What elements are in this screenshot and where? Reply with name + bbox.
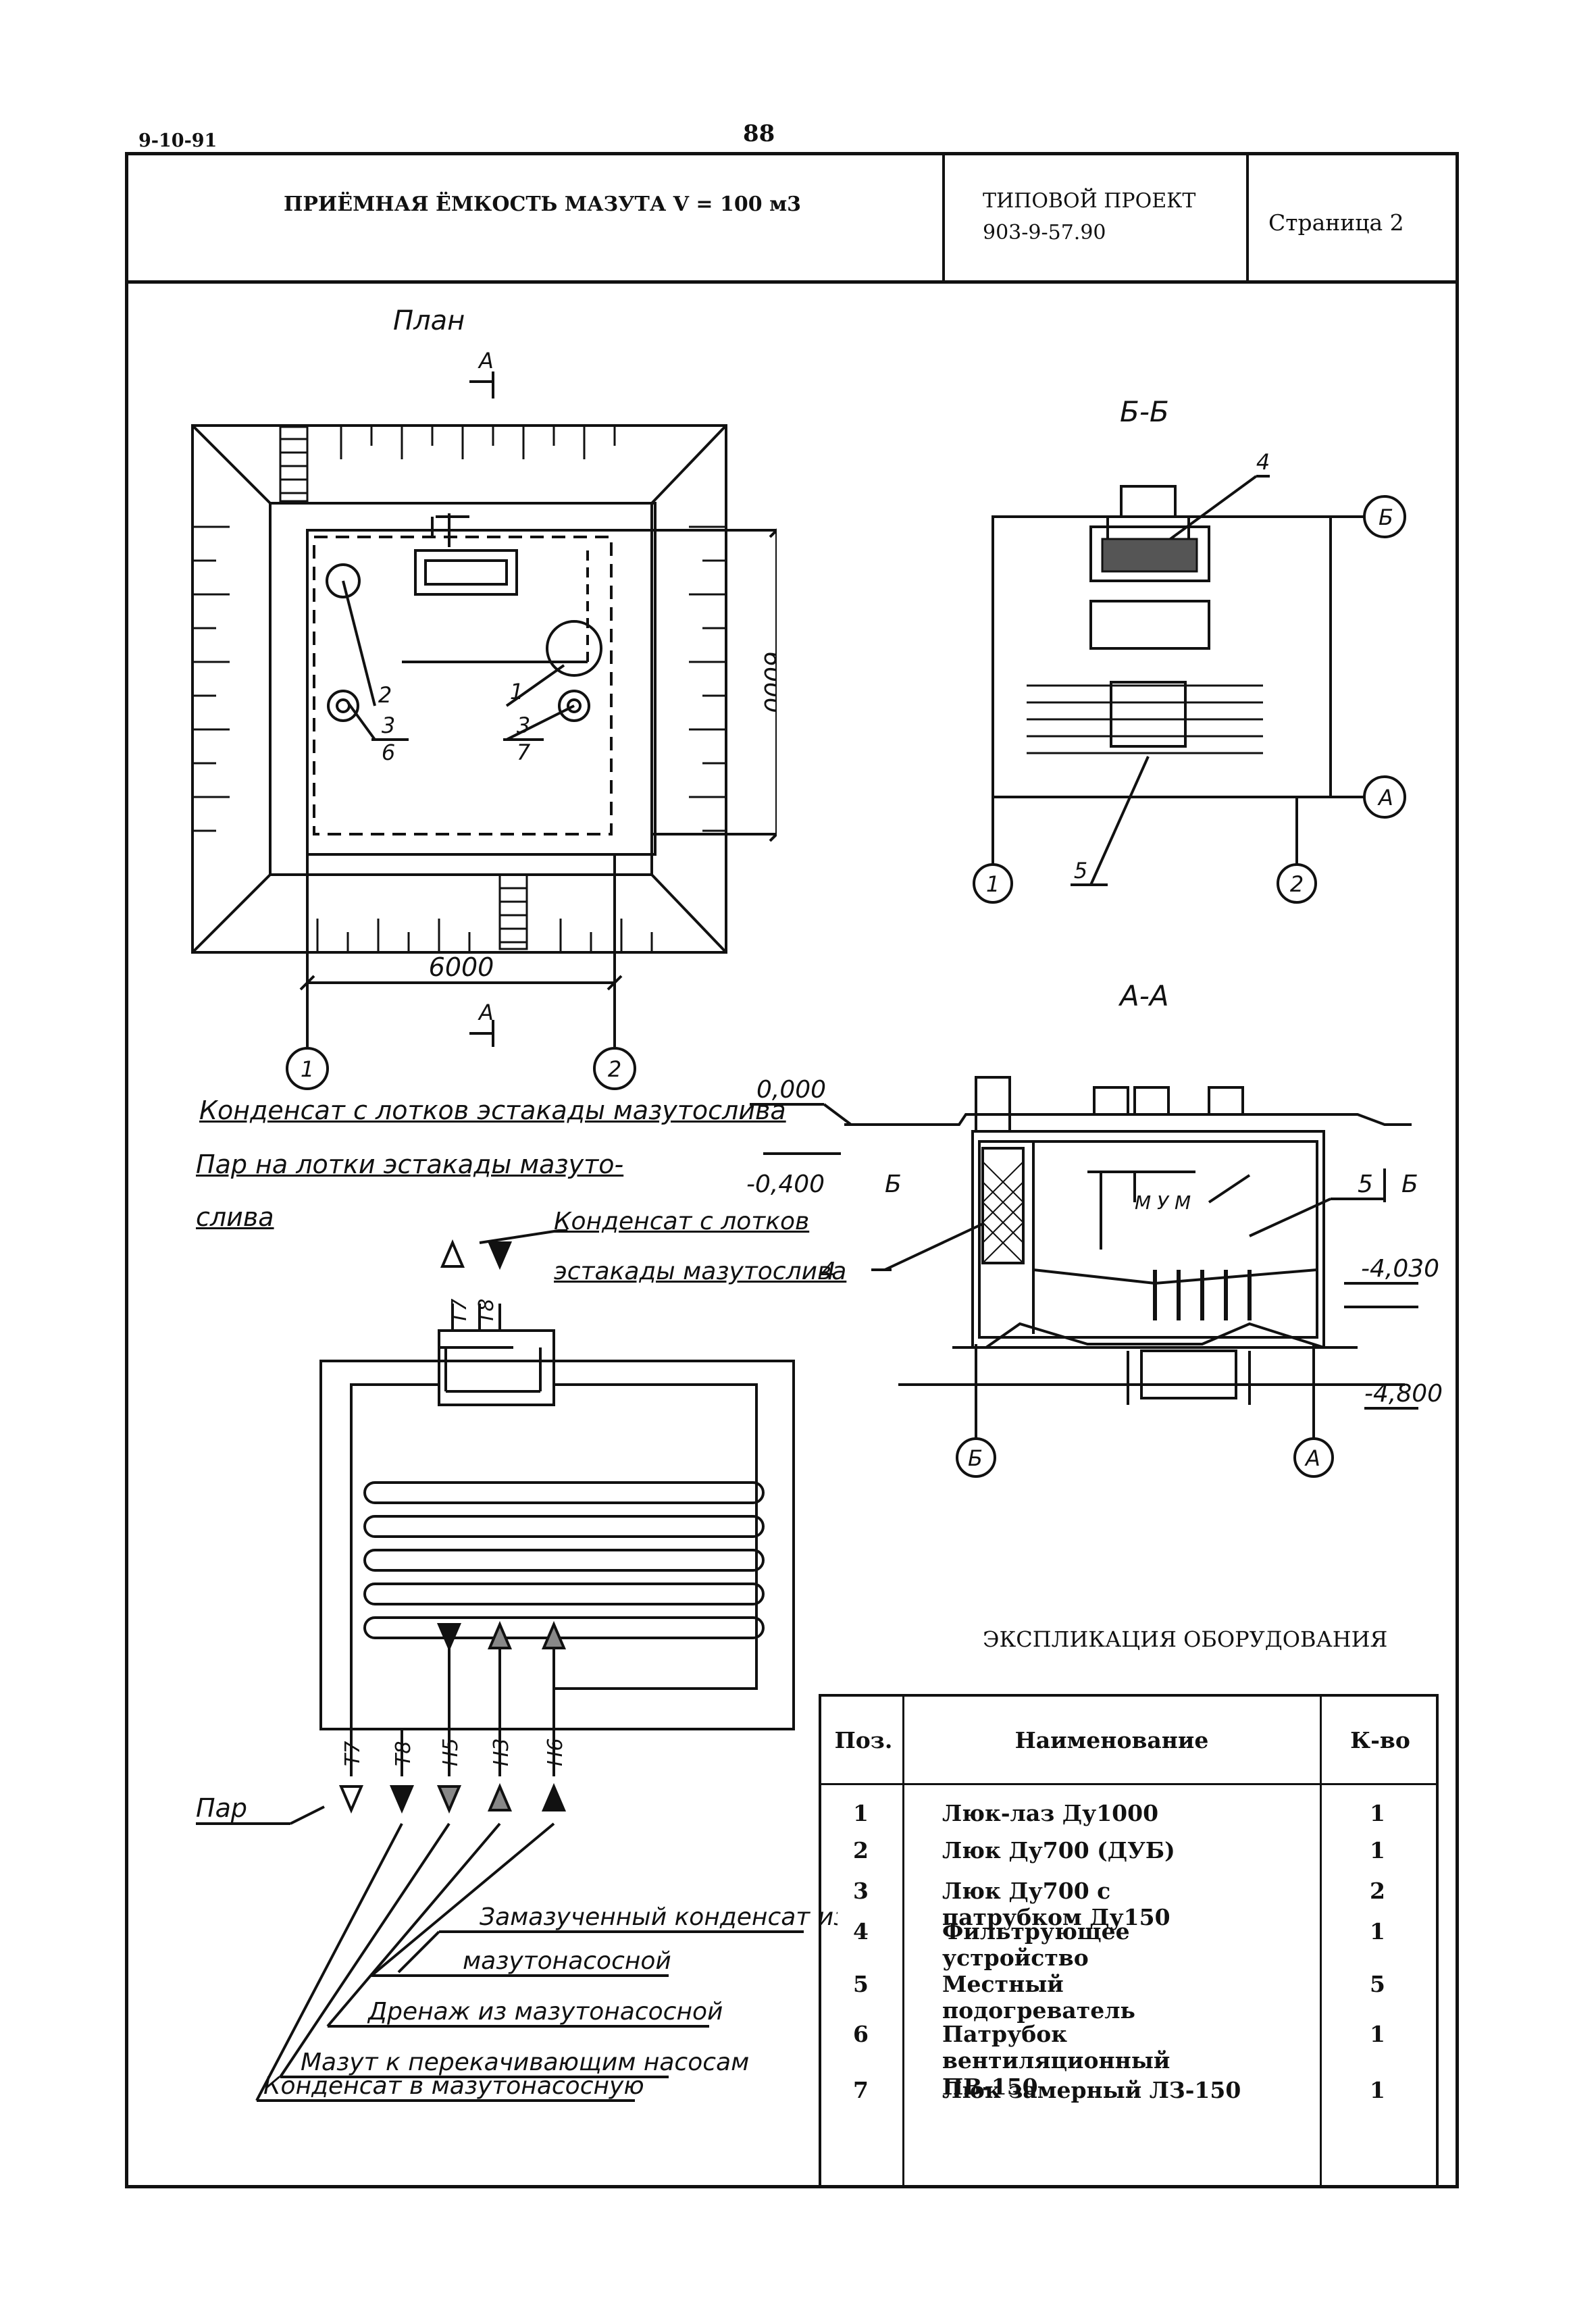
equipment-row-name: Люк замерный ЛЗ-150 — [942, 2077, 1241, 2103]
plan-section-mark-top: А — [478, 351, 494, 374]
plan-section-mark-bottom: А — [478, 1000, 494, 1025]
section-aa-title: А-А — [1120, 979, 1169, 1012]
main-frame — [125, 284, 1459, 2188]
pipe-line-1b: мазутонасосной — [463, 1947, 671, 1975]
equipment-row-name: Люк Ду700 (ДУБ) — [942, 1837, 1175, 1863]
equipment-row-qty: 1 — [1370, 2077, 1385, 2103]
pipe-t7-top: Т7 — [448, 1299, 471, 1324]
equipment-row-name: Люк Ду700 с патрубком Ду150 — [942, 1878, 1170, 1930]
equipment-row-name: Местный подогреватель — [942, 1971, 1135, 2024]
equipment-row-pos: 5 — [853, 1971, 869, 1997]
pipe-h6: Н6 — [544, 1738, 567, 1766]
plan-pos-1: 1 — [510, 679, 523, 704]
equipment-row-pos: 2 — [853, 1837, 869, 1863]
section-bb-pos-4: 4 — [1256, 449, 1270, 475]
equipment-row-qty: 1 — [1370, 2021, 1385, 2047]
equipment-row-qty: 1 — [1370, 1918, 1385, 1945]
header-title: ПРИЁМНАЯ ЁМКОСТЬ МАЗУТА V = 100 м3 — [284, 192, 802, 216]
equipment-row-pos: 4 — [853, 1918, 869, 1945]
section-aa-axis-b: Б — [968, 1445, 983, 1471]
plan-dim-horizontal: 6000 — [429, 952, 494, 982]
equipment-row-qty: 1 — [1370, 1800, 1385, 1826]
document-code: 9-10-91 — [138, 130, 217, 151]
header-page-label: Страница 2 — [1268, 209, 1404, 236]
section-bb-title: Б-Б — [1120, 395, 1169, 428]
section-aa-elev-1: -0,400 — [746, 1171, 825, 1198]
header-frame — [125, 152, 1459, 284]
plan-pos-7: 7 — [517, 740, 531, 765]
note-steam-to-trays-1: Пар на лотки эстакады мазуто- — [196, 1150, 624, 1179]
plan-axis-1-bubble: 1 — [301, 1056, 314, 1082]
header-divider-1 — [942, 152, 945, 284]
note-steam-to-trays-2: слива — [196, 1202, 274, 1232]
plan-axis-2-bubble: 2 — [608, 1056, 621, 1082]
equipment-row-qty: 1 — [1370, 1837, 1385, 1863]
equipment-row-pos: 3 — [853, 1878, 869, 1904]
pipe-line-3: Мазут к перекачивающим насосам — [301, 2049, 749, 2076]
equipment-col-divider-2 — [1320, 1697, 1322, 2188]
equipment-row-pos: 7 — [853, 2077, 869, 2103]
equipment-header-qty: К-во — [1350, 1727, 1410, 1753]
pipe-t8-top: Т8 — [475, 1299, 498, 1324]
pipe-line-1a: Замазученный конденсат из — [480, 1903, 838, 1931]
section-aa-muv: М У М — [1135, 1191, 1191, 1214]
plan-pos-2: 2 — [378, 682, 392, 708]
pipe-steam-label: Пар — [196, 1793, 247, 1823]
note-condensate-3a: Конденсат с лотков — [554, 1208, 810, 1235]
pipe-h5: Н5 — [439, 1738, 463, 1766]
plan-drawing: А А Б А 1 2 6000 2 1 3 6 3 7 6000 — [191, 351, 777, 1090]
piping-scheme: Т7 Т8 Т7 Т8 Н5 Н3 Н6 Пар Замазученный ко… — [196, 1229, 838, 2102]
pipe-line-4: Конденсат в мазутонасосную — [263, 2072, 644, 2100]
pipe-t8: Т8 — [392, 1741, 415, 1766]
section-aa-elev-3: -4,800 — [1364, 1380, 1443, 1408]
equipment-row-qty: 5 — [1370, 1971, 1385, 1997]
equipment-row-name: Люк-лаз Ду1000 — [942, 1800, 1159, 1826]
equipment-header-pos: Поз. — [834, 1727, 893, 1753]
section-bb-axis-2: 2 — [1290, 871, 1304, 897]
equipment-row-name: Патрубок вентиляционный ПВ-150 — [942, 2021, 1170, 2100]
pipe-h3: Н3 — [490, 1738, 513, 1766]
section-aa-pos-5: 5 — [1358, 1171, 1373, 1198]
pipe-t7: Т7 — [341, 1741, 365, 1766]
equipment-table: Поз. Наименование К-во — [819, 1694, 1439, 2188]
section-aa-elev-top: 0,000 — [756, 1076, 826, 1104]
page-number: 88 — [743, 120, 775, 147]
note-condensate-3-pos: 4 — [821, 1258, 836, 1285]
pipe-line-2: Дренаж из мазутонасосной — [367, 1998, 723, 2026]
section-bb-pos-5: 5 — [1074, 858, 1087, 883]
section-bb-axis-b: Б — [1379, 505, 1393, 530]
section-bb-drawing: 4 5 Б А 1 2 — [973, 449, 1406, 904]
section-aa-mark-b-left: Б — [885, 1171, 902, 1198]
equipment-row-pos: 1 — [853, 1800, 869, 1826]
section-aa-axis-a: А — [1304, 1445, 1320, 1471]
equipment-row-name: Фильтрующее устройство — [942, 1918, 1130, 1971]
plan-title: План — [393, 305, 465, 336]
plan-dim-vertical: 6000 — [758, 651, 777, 713]
plan-pos-6: 6 — [382, 740, 395, 765]
section-aa-elev-2: -4,030 — [1361, 1255, 1439, 1283]
section-aa-drawing: 0,000 -0,400 Б 5 Б М У М -4,030 -4,800 Б… — [746, 1076, 1443, 1478]
note-condensate-from-trays: Конденсат с лотков эстакады мазутослива — [199, 1096, 786, 1125]
plan-pos-3b: 3 — [517, 713, 530, 738]
header-divider-2 — [1246, 152, 1249, 284]
equipment-title: ЭКСПЛИКАЦИЯ ОБОРУДОВАНИЯ — [983, 1626, 1388, 1652]
header-project-label: ТИПОВОЙ ПРОЕКТ — [983, 189, 1196, 213]
equipment-row-qty: 2 — [1370, 1878, 1385, 1904]
section-bb-axis-a: А — [1377, 785, 1393, 811]
equipment-row-pos: 6 — [853, 2021, 869, 2047]
equipment-col-divider-1 — [902, 1697, 904, 2188]
equipment-header-divider — [821, 1783, 1436, 1785]
plan-pos-3a: 3 — [382, 713, 395, 738]
header-project-code: 903-9-57.90 — [983, 221, 1106, 245]
equipment-header-name: Наименование — [1014, 1727, 1209, 1753]
section-aa-mark-b-right: Б — [1401, 1171, 1418, 1198]
note-condensate-3b: эстакады мазутослива — [554, 1258, 847, 1285]
section-bb-axis-1: 1 — [986, 871, 1000, 897]
